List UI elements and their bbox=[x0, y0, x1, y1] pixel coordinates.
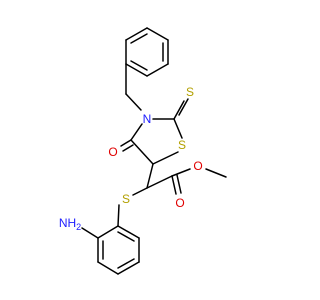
methyl-bond bbox=[205, 168, 227, 178]
bond bbox=[125, 63, 148, 77]
bond bbox=[152, 151, 179, 165]
bond-inner bbox=[130, 60, 148, 71]
bond-inner bbox=[117, 258, 135, 269]
ring-ch-bond bbox=[146, 163, 154, 189]
thioether-sulfur-label: S bbox=[122, 192, 130, 206]
thione-double-bond-b bbox=[178, 98, 189, 116]
ketone-double-bond-a bbox=[120, 139, 132, 147]
benzyl-n-bond bbox=[125, 93, 142, 111]
bond bbox=[97, 225, 119, 239]
ketone-oxygen-label: O bbox=[108, 145, 117, 159]
bond bbox=[117, 225, 140, 239]
ester-carbonyl-a bbox=[171, 175, 177, 195]
amine-bond bbox=[81, 227, 99, 239]
bond bbox=[173, 118, 183, 139]
bond-inner bbox=[117, 231, 135, 242]
ester-carbonyl-b bbox=[176, 174, 182, 194]
thiazolidine-ring bbox=[130, 118, 183, 165]
aminophenyl-ring bbox=[97, 225, 140, 275]
ester-oxygen-label: O bbox=[193, 159, 202, 173]
ch-s-bond bbox=[132, 187, 148, 196]
carbonyl-oxygen-label: O bbox=[175, 196, 184, 210]
ketone-double-bond-b bbox=[122, 144, 134, 152]
bond bbox=[117, 261, 140, 275]
s-aryl-bond bbox=[117, 204, 120, 227]
ring-nitrogen-label: N bbox=[143, 112, 152, 126]
thione-sulfur-label: S bbox=[186, 85, 194, 99]
ch-ester-bond bbox=[146, 175, 173, 189]
amine-label: NH2 bbox=[59, 216, 81, 232]
bond bbox=[130, 139, 154, 165]
ester-o-bond bbox=[171, 168, 191, 177]
bond bbox=[146, 63, 169, 77]
bond bbox=[146, 27, 169, 41]
bond bbox=[130, 123, 143, 141]
molecule-structure-drawing: N S S O S O O NH2 bbox=[59, 27, 227, 275]
thione-double-bond-a bbox=[173, 100, 185, 120]
ring-sulfur-label: S bbox=[178, 138, 186, 152]
bond bbox=[97, 261, 119, 275]
amine-subscript: 2 bbox=[76, 222, 81, 232]
bond-inner bbox=[130, 33, 148, 44]
bond bbox=[125, 27, 148, 41]
amine-nh-text: NH bbox=[59, 216, 76, 230]
benzyl-phenyl-ring bbox=[125, 27, 169, 77]
